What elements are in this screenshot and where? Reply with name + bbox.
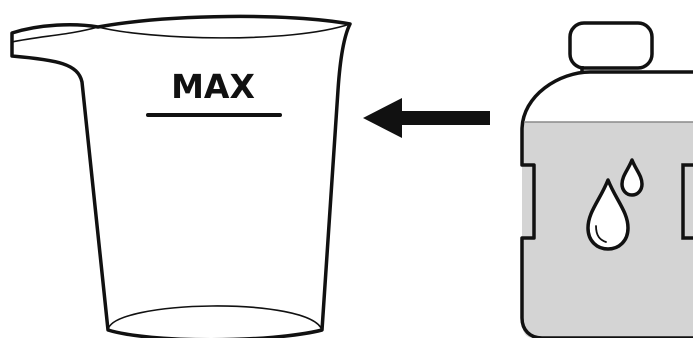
drop-small [620, 158, 644, 197]
jug-bottom [107, 305, 323, 331]
jug-spout-line [11, 26, 99, 43]
max-label: MAX [171, 67, 255, 106]
bottle-grip-right [681, 163, 693, 240]
bottle-cap [568, 21, 654, 70]
jug-body [10, 14, 352, 338]
measuring-jug-icon [10, 14, 352, 338]
water-drops-icon [586, 158, 644, 251]
drop-large-shine [595, 225, 607, 243]
arrow-left-icon [363, 98, 490, 138]
bottle-body [520, 70, 693, 338]
jug-rim [97, 23, 351, 39]
drop-large [586, 178, 630, 251]
